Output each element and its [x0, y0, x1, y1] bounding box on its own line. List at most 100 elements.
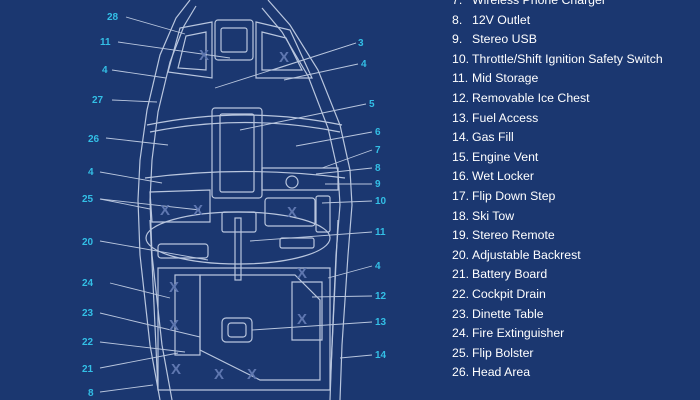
legend-item-number: 19.	[452, 228, 470, 243]
x-marker: X	[160, 202, 170, 219]
boat-layout-diagram: 28 11 3 4 4 27 5 26 6 7 4 8 9 25 10 11 2…	[82, 0, 387, 400]
callout-27: 27	[92, 95, 104, 106]
legend-item: 24.Fire Extinguisher	[452, 326, 697, 341]
legend-item-label: Removable Ice Chest	[472, 90, 590, 105]
callout-24: 24	[82, 278, 94, 289]
callout-10: 10	[375, 196, 387, 207]
boat-outline	[137, 0, 353, 400]
cockpit-coaming	[144, 170, 346, 179]
callout-20: 20	[82, 237, 94, 248]
console-center-bow	[214, 19, 254, 61]
center-box	[221, 211, 257, 233]
leader-7	[321, 149, 373, 169]
leader-8b	[99, 384, 154, 393]
transom-box	[199, 274, 321, 381]
legend-item-number: 12.	[452, 90, 470, 105]
callout-8: 8	[375, 163, 381, 174]
leader-13	[251, 321, 373, 331]
leader-6	[295, 131, 373, 147]
rear-bench-left	[174, 274, 201, 356]
rail-left	[149, 219, 159, 391]
legend-item-number: 8.	[452, 12, 463, 27]
legend-item: 11.Mid Storage	[452, 71, 697, 86]
leader-14	[339, 354, 373, 359]
legend-item-number: 11.	[452, 71, 469, 86]
legend-item-label: 12V Outlet	[472, 12, 531, 27]
legend-item-label: Wireless Phone Charger	[472, 0, 606, 7]
leader-4a	[111, 69, 167, 79]
leader-27	[111, 99, 158, 103]
callout-4: 4	[88, 167, 94, 178]
aft-dinette-outline	[145, 211, 331, 265]
x-marker: X	[199, 47, 209, 64]
leader-11a	[117, 41, 231, 59]
leader-21	[99, 352, 179, 369]
legend-item-number: 20.	[452, 247, 470, 262]
leader-5	[239, 103, 367, 131]
legend-item-number: 15.	[452, 149, 470, 164]
callout-3: 3	[358, 38, 364, 49]
callout-23: 23	[82, 308, 94, 319]
windshield-inner	[149, 121, 341, 133]
storage-console	[234, 217, 242, 281]
leader-11b	[249, 231, 373, 242]
legend-item-label: Throttle/Shift Ignition Safety Switch	[472, 51, 663, 66]
callout-leaders	[99, 16, 373, 393]
legend-item: 18.Ski Tow	[452, 209, 697, 224]
legend-item-number: 23.	[452, 306, 470, 321]
leader-25b	[99, 198, 151, 210]
legend-item-label: Gas Fill	[472, 130, 514, 145]
callout-4: 4	[361, 59, 367, 70]
rail-right	[329, 219, 339, 391]
legend-item-label: Cockpit Drain	[472, 286, 546, 301]
x-marker: X	[279, 49, 289, 66]
leader-4b	[283, 63, 359, 81]
legend-item: 16.Wet Locker	[452, 169, 697, 184]
walkthrough-panel	[211, 107, 263, 199]
legend-item-label: Stereo USB	[472, 32, 537, 47]
helm-seat-base	[264, 197, 316, 227]
helm-dash	[261, 167, 339, 191]
x-marker: X	[169, 279, 179, 296]
legend-item: 9. Stereo USB	[452, 32, 697, 47]
legend-item-number: 13.	[452, 110, 470, 125]
callout-28: 28	[107, 12, 119, 23]
legend-item: 10.Throttle/Shift Ignition Safety Switch	[452, 52, 697, 67]
bow-seat-left-cushion	[177, 31, 207, 71]
callout-6: 6	[375, 127, 381, 138]
x-marker: X	[247, 366, 257, 383]
leader-10	[321, 200, 373, 204]
leader-20	[99, 240, 209, 261]
walkthrough-panel-inner	[219, 113, 255, 193]
callout-numbers: 28 11 3 4 4 27 5 26 6 7 4 8 9 25 10 11 2…	[82, 12, 387, 399]
callout-7: 7	[375, 145, 381, 156]
leader-23	[99, 312, 201, 338]
x-marker: X	[287, 204, 297, 221]
legend-item-number: 24.	[452, 326, 470, 341]
x-marker: X	[169, 317, 179, 334]
leader-28	[125, 16, 186, 35]
callout-12: 12	[375, 291, 387, 302]
legend-item-number: 18.	[452, 208, 470, 223]
leader-25a	[99, 198, 201, 211]
legend-item-label: Mid Storage	[472, 71, 539, 86]
x-markers: X X X X X X X X X X X X	[160, 47, 307, 383]
legend-item-label: Flip Bolster	[472, 345, 534, 360]
legend-item-number: 21.	[452, 267, 470, 282]
leader-26	[105, 137, 169, 146]
bow-seat-right-cushion	[261, 31, 303, 71]
legend-item-label: Engine Vent	[472, 149, 539, 164]
leader-4d	[327, 265, 373, 279]
callout-22: 22	[82, 337, 94, 348]
callout-4: 4	[102, 65, 108, 76]
side-console-right	[315, 195, 331, 233]
legend-item: 15.Engine Vent	[452, 150, 697, 165]
legend-item-label: Fire Extinguisher	[472, 326, 565, 341]
callout-11: 11	[100, 37, 111, 48]
leader-3b	[214, 42, 357, 89]
legend-item-label: Adjustable Backrest	[472, 247, 581, 262]
legend-item-number: 9.	[452, 32, 463, 47]
legend-item-label: Stereo Remote	[472, 228, 555, 243]
legend-item: 13.Fuel Access	[452, 111, 697, 126]
cockpit-left-seat	[149, 189, 211, 223]
